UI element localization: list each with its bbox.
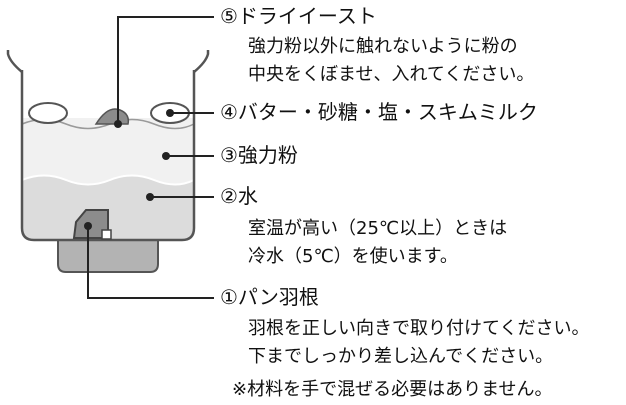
label-blade: ①パン羽根 <box>220 285 319 309</box>
dot-water <box>146 193 154 201</box>
note-text: ※材料を手で混ぜる必要はありません。 <box>232 379 553 400</box>
dot-yeast <box>114 120 122 128</box>
leader-dots <box>84 109 174 230</box>
desc-dry-yeast-2: 中央をくぼませ、入れてください。 <box>248 64 535 85</box>
desc-water-2: 冷水（5℃）を使います。 <box>248 246 458 267</box>
bread-pan <box>6 50 210 273</box>
butter-left <box>28 102 68 124</box>
leader-lines <box>87 16 214 299</box>
desc-water-1: 室温が高い（25℃以上）ときは <box>248 218 508 239</box>
pan-handle-right <box>193 50 210 73</box>
label-water: ②水 <box>220 184 258 208</box>
desc-blade-1: 羽根を正しい向きで取り付けてください。 <box>248 318 590 339</box>
yeast-mound <box>94 108 130 125</box>
leader-blade <box>87 226 214 299</box>
leader-yeast <box>117 16 214 124</box>
blade-shaft <box>101 229 112 240</box>
pan-base <box>57 237 159 273</box>
label-flour: ③強力粉 <box>220 143 298 167</box>
label-butter-group: ④バター・砂糖・塩・スキムミルク <box>220 100 538 124</box>
dot-flour <box>162 152 170 160</box>
label-dry-yeast: ⑤ドライイースト <box>220 4 377 28</box>
pan-wall <box>20 70 196 242</box>
dot-blade <box>84 222 92 230</box>
water-surface-line <box>21 174 195 186</box>
pan-handle-left <box>6 50 23 73</box>
dot-butter <box>166 109 174 117</box>
desc-blade-2: 下までしっかり差し込んでください。 <box>248 346 554 367</box>
desc-dry-yeast-1: 強力粉以外に触れないように粉の <box>248 36 518 57</box>
